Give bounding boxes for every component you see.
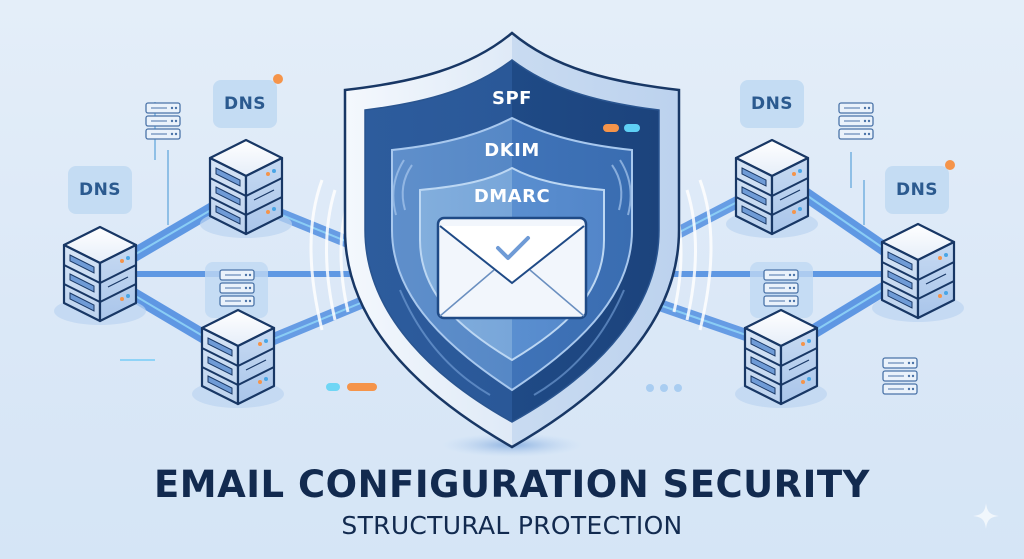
alert-dot-icon xyxy=(945,160,955,170)
dns-badge: DNS xyxy=(68,166,132,214)
dns-badge: DNS xyxy=(885,160,955,214)
decor-dot xyxy=(646,384,654,392)
sparkle-icon xyxy=(973,503,999,529)
dns-label: DNS xyxy=(78,180,122,200)
server-cube-icon xyxy=(870,222,966,324)
server-cube-icon xyxy=(52,225,148,327)
envelope-check-icon xyxy=(436,216,588,320)
shield-layer-spf: SPF xyxy=(462,88,562,118)
decor-dot xyxy=(660,384,668,392)
dns-label: DNS xyxy=(223,94,267,114)
server-cube-icon xyxy=(198,138,294,240)
server-stack-icon xyxy=(219,269,255,307)
server-stack-icon xyxy=(882,357,918,395)
server-cube-icon xyxy=(190,308,286,410)
decor-dot xyxy=(674,384,682,392)
layer-label: SPF xyxy=(492,88,532,109)
alert-dot-icon xyxy=(273,74,283,84)
page-title: EMAIL CONFIGURATION SECURITY xyxy=(154,463,870,506)
dns-badge: DNS xyxy=(213,74,283,128)
dns-badge: DNS xyxy=(740,80,804,128)
layer-label: DKIM xyxy=(484,140,540,161)
decor-pill-orange xyxy=(347,383,377,391)
dns-label: DNS xyxy=(895,180,939,200)
page-subtitle: STRUCTURAL PROTECTION xyxy=(341,511,683,540)
shield-layer-dmarc: DMARC xyxy=(447,186,577,216)
dns-label: DNS xyxy=(750,94,794,114)
decor-pill-cyan xyxy=(326,383,340,391)
shield-layer-dkim: DKIM xyxy=(462,140,562,170)
indicator-orange xyxy=(603,124,619,132)
server-cube-icon xyxy=(724,138,820,240)
indicator-cyan xyxy=(624,124,640,132)
server-stack-icon xyxy=(763,269,799,307)
server-stack-icon xyxy=(145,102,181,140)
server-stack-icon xyxy=(838,102,874,140)
layer-label: DMARC xyxy=(473,186,551,207)
